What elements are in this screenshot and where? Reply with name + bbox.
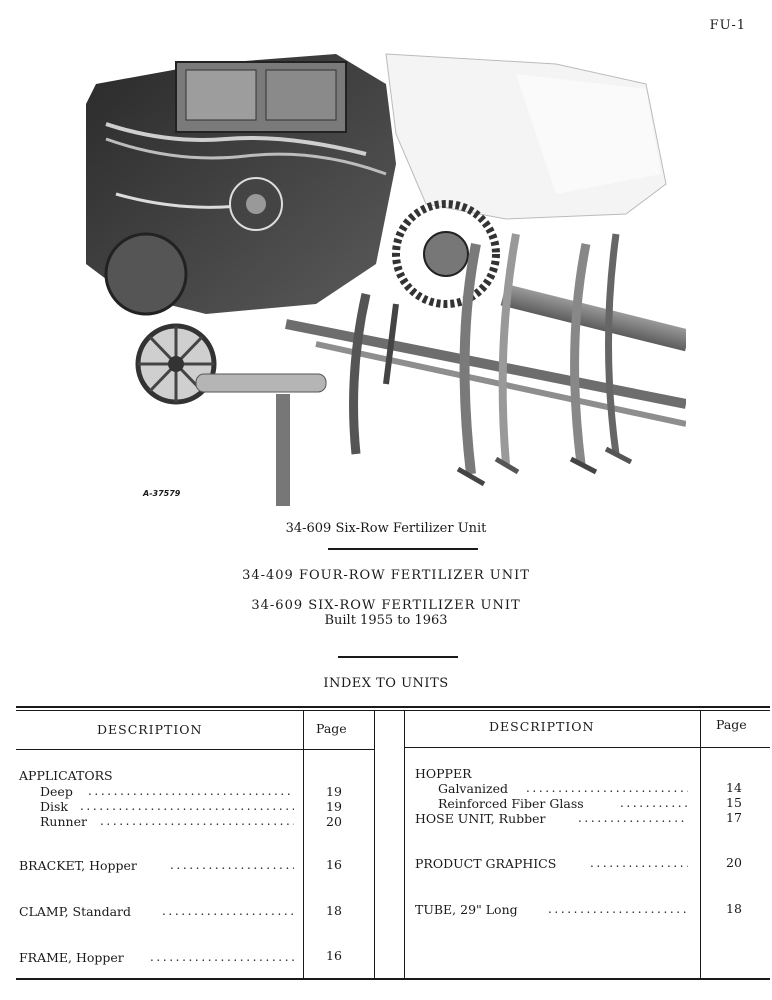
title-six-row: 34-609 SIX-ROW FERTILIZER UNIT — [251, 598, 521, 613]
page-product-graphics: 20 — [726, 855, 742, 870]
title-divider — [338, 656, 458, 658]
entry-galvanized: Galvanized — [438, 781, 508, 796]
leader-deep: ........................................ — [88, 784, 294, 798]
col-divider-left-end — [374, 710, 375, 978]
col-divider-right-start — [404, 710, 405, 978]
page-frame: 16 — [326, 948, 342, 963]
index-heading: INDEX TO UNITS — [323, 676, 449, 691]
header-rule-left — [16, 749, 375, 750]
leader-galvanized: ........................................ — [526, 781, 688, 795]
page-id: FU-1 — [709, 18, 746, 33]
leader-frame: ........................................ — [150, 950, 294, 964]
leader-runner: ........................................ — [100, 814, 294, 828]
leader-disk: ........................................ — [80, 799, 294, 813]
leader-fiber-glass: ........................................ — [620, 796, 688, 810]
page-clamp: 18 — [326, 903, 342, 918]
col-divider-left-page — [303, 710, 304, 978]
leader-bracket: ........................................ — [170, 858, 294, 872]
page-bracket: 16 — [326, 857, 342, 872]
title-four-row: 34-409 FOUR-ROW FERTILIZER UNIT — [242, 568, 530, 583]
photo-caption: 34-609 Six-Row Fertilizer Unit — [285, 521, 487, 536]
right-description-header: DESCRIPTION — [489, 719, 595, 734]
entry-runner: Runner — [40, 814, 87, 829]
header-rule-right — [404, 747, 770, 748]
photo-reference-number: A-37579 — [143, 489, 181, 498]
page-galvanized: 14 — [726, 780, 742, 795]
entry-fiber-glass: Reinforced Fiber Glass — [438, 796, 584, 811]
table-top-rule — [16, 706, 770, 708]
caption-divider — [328, 548, 478, 550]
entry-hopper: HOPPER — [415, 766, 472, 781]
entry-tube: TUBE, 29" Long — [415, 902, 518, 917]
page-fiber-glass: 15 — [726, 795, 742, 810]
entry-product-graphics: PRODUCT GRAPHICS — [415, 856, 557, 871]
entry-hose-unit: HOSE UNIT, Rubber — [415, 811, 546, 826]
entry-bracket: BRACKET, Hopper — [19, 858, 137, 873]
fertilizer-unit-photo — [86, 53, 686, 506]
leader-clamp: ........................................ — [162, 904, 294, 918]
page-deep: 19 — [326, 784, 342, 799]
entry-applicators: APPLICATORS — [19, 768, 113, 783]
entry-disk: Disk — [40, 799, 69, 814]
page-hose-unit: 17 — [726, 810, 742, 825]
entry-deep: Deep — [40, 784, 73, 799]
page-runner: 20 — [326, 814, 342, 829]
leader-product-graphics: ........................................ — [590, 856, 688, 870]
left-page-header: Page — [316, 721, 347, 736]
title-build-years: Built 1955 to 1963 — [324, 613, 448, 628]
page-tube: 18 — [726, 901, 742, 916]
page-disk: 19 — [326, 799, 342, 814]
entry-frame: FRAME, Hopper — [19, 950, 124, 965]
leader-tube: ........................................ — [548, 902, 688, 916]
leader-hose-unit: ........................................ — [578, 811, 688, 825]
entry-clamp: CLAMP, Standard — [19, 904, 132, 919]
left-description-header: DESCRIPTION — [97, 722, 203, 737]
table-top-rule-thin — [16, 710, 770, 711]
right-page-header: Page — [716, 717, 747, 732]
col-divider-right-page — [700, 710, 701, 978]
table-bottom-rule — [16, 978, 770, 980]
